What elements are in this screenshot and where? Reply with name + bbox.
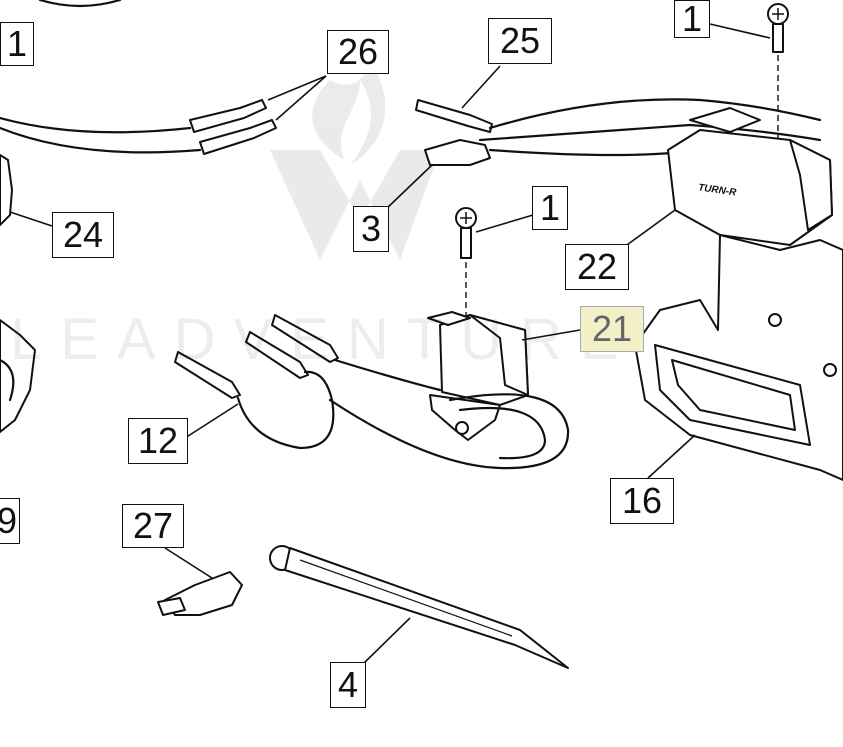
callout-25: 25: [488, 18, 552, 64]
part-9: [0, 319, 36, 433]
part-26-wires: [0, 99, 277, 155]
callout-27: 27: [122, 504, 184, 548]
callout-9: 9: [0, 498, 20, 544]
callout-24: 24: [52, 212, 114, 258]
callout-21: 21: [580, 306, 644, 352]
part-12-wires: [174, 314, 570, 470]
leader-lines: [9, 23, 771, 666]
part-3-clip: [424, 139, 491, 166]
callout-12: 12: [128, 418, 188, 464]
part-16-housing: [634, 234, 843, 481]
callout-22: 22: [565, 244, 629, 290]
part-22-switch: [667, 107, 833, 246]
callout-3: 3: [353, 206, 389, 252]
callout-16: 16: [610, 478, 674, 524]
part-27-connector: [157, 571, 243, 616]
part-4-cable-tie: [269, 545, 569, 669]
screw-1-top: [767, 3, 789, 150]
callout-1-top: 1: [674, 0, 710, 38]
callout-1-left: 1: [0, 22, 34, 66]
watermark-logo: [270, 60, 440, 260]
part-21-switch: [427, 311, 529, 441]
part-24: [0, 154, 13, 226]
callout-26: 26: [327, 30, 389, 74]
top-wire-arc: [38, 0, 122, 8]
callout-1-center: 1: [532, 186, 568, 230]
part-25-wires: [415, 98, 822, 157]
watermark-text: LEADVENTURE: [10, 307, 637, 372]
callout-4: 4: [330, 662, 366, 708]
